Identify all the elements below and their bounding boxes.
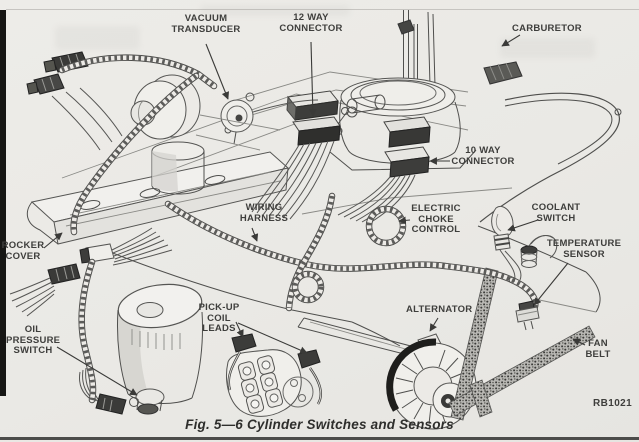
label-10-way-connector: 10 WAY CONNECTOR xyxy=(451,145,515,167)
left-harness-connectors xyxy=(9,227,173,317)
carburetor-drawing xyxy=(329,10,523,171)
fan-belt-drawing xyxy=(448,267,596,421)
label-pick-up-coil-leads: PICK-UP COIL LEADS xyxy=(198,302,240,334)
label-leader-arrows xyxy=(43,34,586,396)
label-coolant-switch: COOLANT SWITCH xyxy=(531,202,581,224)
figure-reference-code: RB1021 xyxy=(593,398,633,409)
scan-top-line xyxy=(6,9,639,10)
distributor-drawing xyxy=(226,349,314,417)
label-temperature-sensor: TEMPERATURE SENSOR xyxy=(546,238,622,260)
temperature-sensor-drawing xyxy=(515,235,558,331)
label-alternator: ALTERNATOR xyxy=(406,304,473,315)
engine-block-outline xyxy=(61,71,622,347)
label-carburetor: CARBURETOR xyxy=(512,23,582,34)
scan-smudge xyxy=(55,26,140,50)
ten-way-connector-drawing xyxy=(337,116,431,225)
scan-smudge xyxy=(500,38,595,58)
label-oil-pressure-switch: OIL PRESSURE SWITCH xyxy=(6,324,61,356)
pick-up-coil-leads-drawing xyxy=(227,333,322,405)
label-rocker-cover: ROCKER COVER xyxy=(1,240,45,262)
page-bottom-rule xyxy=(0,437,639,440)
scan-edge-strip xyxy=(0,10,6,396)
oil-filter-drawing xyxy=(117,283,203,404)
label-vacuum-transducer: VACUUM TRANSDUCER xyxy=(171,13,241,35)
label-fan-belt: FAN BELT xyxy=(585,338,611,360)
label-electric-choke-control: ELECTRIC CHOKE CONTROL xyxy=(411,203,461,235)
scan-smudge xyxy=(200,5,350,16)
alternator-drawing xyxy=(297,317,477,430)
label-12-way-connector: 12 WAY CONNECTOR xyxy=(279,12,343,34)
label-wiring-harness: WIRING HARNESS xyxy=(239,202,289,224)
figure-caption: Fig. 5—6 Cylinder Switches and Sensors xyxy=(185,417,454,432)
